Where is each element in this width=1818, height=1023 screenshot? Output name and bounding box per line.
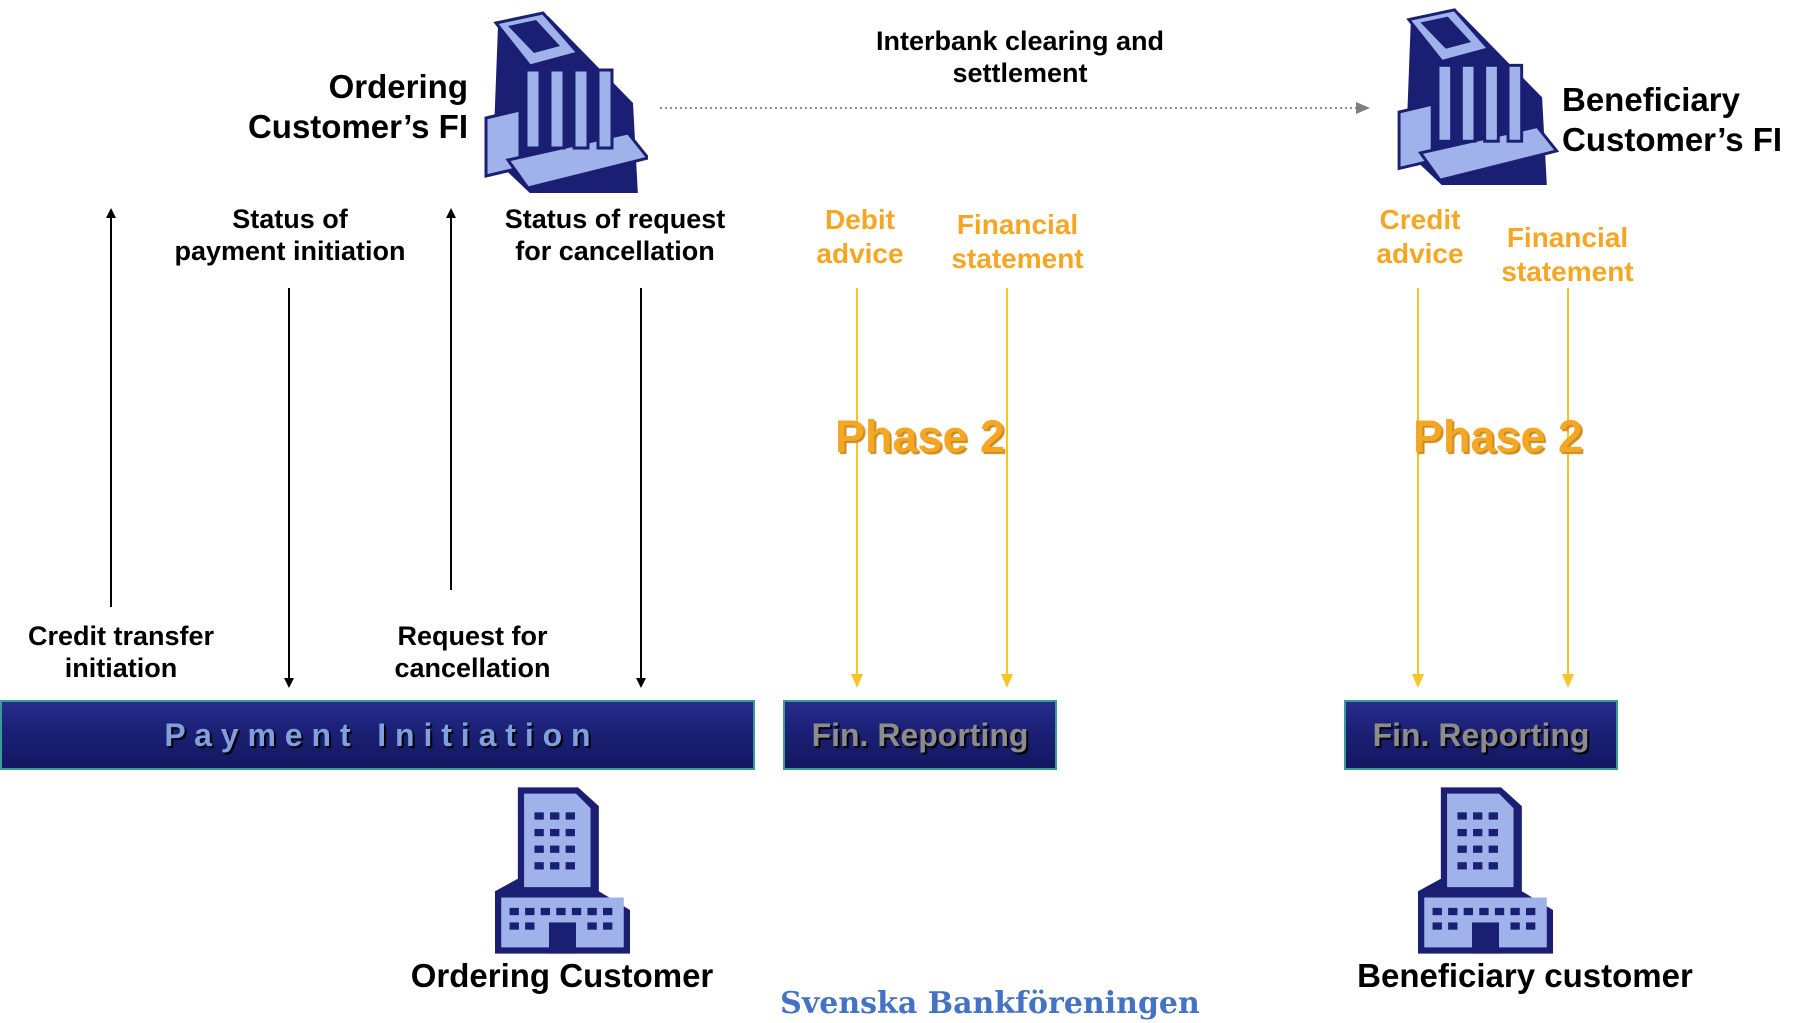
financial-statement-left-label: Financial statement (951, 209, 1084, 274)
fin-reporting-right-bar: Fin. Reporting (1344, 700, 1618, 770)
bank-building-icon (484, 11, 648, 193)
office-building-icon (1418, 787, 1553, 954)
phase-2-right-label: Phase 2 (1412, 411, 1584, 462)
ordering-customer-label: Ordering Customer (410, 957, 714, 994)
status-payment-initiation-label: Status of payment initiation (174, 204, 406, 267)
fin-reporting-right-label: Fin. Reporting (1372, 716, 1590, 753)
ordering-fi-label: Ordering Customer’s FI (247, 68, 468, 145)
phase-2-left-label: Phase 2 (834, 411, 1006, 462)
financial-statement-right-label: Financial statement (1501, 222, 1634, 287)
footer-organization: Svenska Bankföreningen (780, 986, 1200, 1021)
payment-initiation-bar: P a y m e n t I n i t i a t i o n (0, 700, 755, 770)
beneficiary-customer-label: Beneficiary customer (1357, 957, 1693, 994)
interbank-label: Interbank clearing and settlement (875, 26, 1165, 89)
bank-building-icon (1397, 8, 1559, 185)
fin-reporting-left-bar: Fin. Reporting (783, 700, 1057, 770)
credit-transfer-initiation-label: Credit transfer initiation (27, 621, 215, 684)
credit-advice-label: Credit advice (1376, 204, 1464, 269)
debit-advice-label: Debit advice (816, 204, 904, 269)
request-cancellation-label: Request for cancellation (394, 621, 551, 684)
status-request-cancellation-label: Status of request for cancellation (504, 204, 726, 267)
office-building-icon (495, 787, 630, 954)
beneficiary-fi-label: Beneficiary Customer’s FI (1562, 81, 1783, 158)
payment-initiation-label: P a y m e n t I n i t i a t i o n (164, 716, 591, 753)
fin-reporting-left-label: Fin. Reporting (811, 716, 1029, 753)
